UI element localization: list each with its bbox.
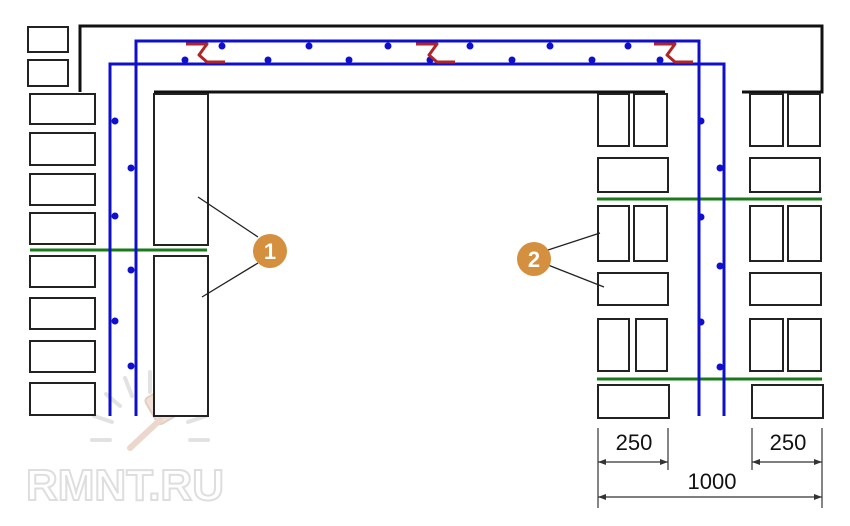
rebar-outer [108,62,726,416]
tie-anchors [186,42,693,64]
right-outer-pier-bricks [749,93,824,419]
brick [597,318,630,372]
reinforcement-mesh [30,197,822,381]
brick [749,318,784,372]
vertical-blocks [153,93,209,417]
callout-1: 1 [197,196,287,298]
tie-anchor-icon [654,42,693,64]
dimension-label-left: 250 [616,430,653,455]
callout-marker [517,242,551,276]
brick [27,26,69,53]
brick [749,93,784,147]
tie-anchor-icon [416,42,455,64]
rebar-frame [108,39,726,416]
brick [787,93,821,147]
right-inner-pier-bricks [597,93,670,419]
rebar-inner [134,39,701,416]
brick [29,340,96,373]
brick [787,205,822,262]
callout-label: 1 [264,239,276,264]
left-corner-bricks [27,26,69,87]
brick [787,318,822,372]
brick [751,384,824,419]
outer-wall-outline [78,24,824,94]
brick [749,157,821,193]
brick [597,205,630,262]
dimension-label-right: 250 [770,430,807,455]
brick [749,272,822,306]
brick [597,384,670,419]
brick [749,205,784,262]
dimension-label-total: 1000 [688,469,737,494]
dimension-arrows [598,459,822,500]
brick [29,297,96,330]
brick [29,212,96,245]
callout-label: 2 [528,247,540,272]
brick [597,272,669,306]
brick [29,132,96,166]
left-pier-bricks [29,93,96,416]
brick [27,59,69,87]
callout-marker [253,234,287,268]
callout-2: 2 [517,232,605,288]
dimension-lines [597,428,823,508]
tall-block-upper [153,93,209,246]
tie-anchor-icon [186,42,225,64]
watermark-text: RMNT.RU [26,461,224,510]
brick [29,173,96,206]
brick [635,318,668,372]
tall-block-lower [153,255,209,417]
brick [597,157,669,193]
brick [633,205,668,262]
brick [29,382,96,416]
brick [597,93,630,147]
brick [29,93,96,125]
structure-outline [78,24,824,94]
brick [633,93,668,147]
brick [29,255,96,288]
